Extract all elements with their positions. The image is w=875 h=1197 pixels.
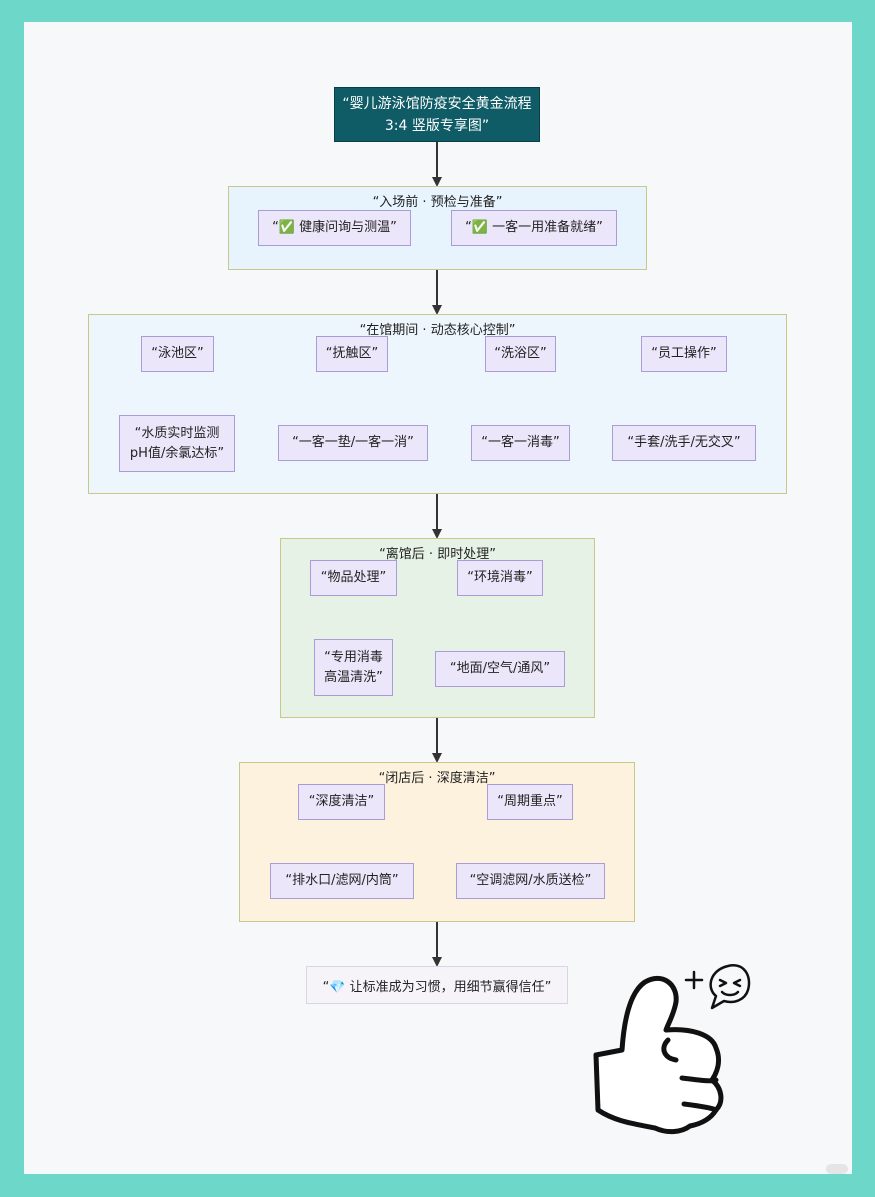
bath-area-head-node: “洗浴区” — [485, 336, 556, 372]
pre-entry-group-title: “入场前 · 预检与准备” — [372, 195, 503, 210]
env-disinfect-detail-node: “地面/空气/通风” — [435, 651, 565, 687]
flow-title-node: “婴儿游泳馆防疫安全黄金流程 3:4 竖版专享图” — [334, 87, 540, 142]
one-guest-one-use-node: “✅ 一客一用准备就绪” — [451, 210, 617, 246]
env-disinfect-head-node: “环境消毒” — [457, 560, 543, 596]
laughing-face-bubble-icon — [709, 964, 751, 1010]
final-slogan-node: “💎 让标准成为习惯，用细节赢得信任” — [306, 966, 568, 1004]
item-handling-head-node: “物品处理” — [310, 560, 397, 596]
in-venue-group-title: “在馆期间 · 动态核心控制” — [359, 323, 516, 338]
pre-entry-group: “入场前 · 预检与准备” — [228, 186, 647, 270]
staff-operation-head-node: “员工操作” — [641, 336, 727, 372]
touch-area-head-node: “抚触区” — [316, 336, 388, 372]
touch-area-detail-node: “一客一垫/一客一消” — [278, 425, 428, 461]
thumbs-up-hand-icon — [593, 975, 724, 1135]
watermark-badge — [826, 1164, 848, 1174]
item-handling-detail-node: “专用消毒 高温清洗” — [314, 639, 393, 696]
after-close-group-title: “闭店后 · 深度清洁” — [378, 771, 496, 786]
deep-clean-detail-node: “排水口/滤网/内筒” — [270, 863, 414, 899]
after-leave-group-title: “离馆后 · 即时处理” — [379, 547, 496, 562]
pool-area-detail-node: “水质实时监测 pH值/余氯达标” — [119, 415, 235, 472]
deep-clean-head-node: “深度清洁” — [298, 784, 385, 820]
health-check-node: “✅ 健康问询与测温” — [258, 210, 411, 246]
periodic-focus-head-node: “周期重点” — [487, 784, 573, 820]
pool-area-head-node: “泳池区” — [141, 336, 214, 372]
periodic-focus-detail-node: “空调滤网/水质送检” — [456, 863, 605, 899]
bath-area-detail-node: “一客一消毒” — [471, 425, 570, 461]
staff-operation-detail-node: “手套/洗手/无交叉” — [612, 425, 756, 461]
sparkle-icon — [684, 970, 704, 990]
